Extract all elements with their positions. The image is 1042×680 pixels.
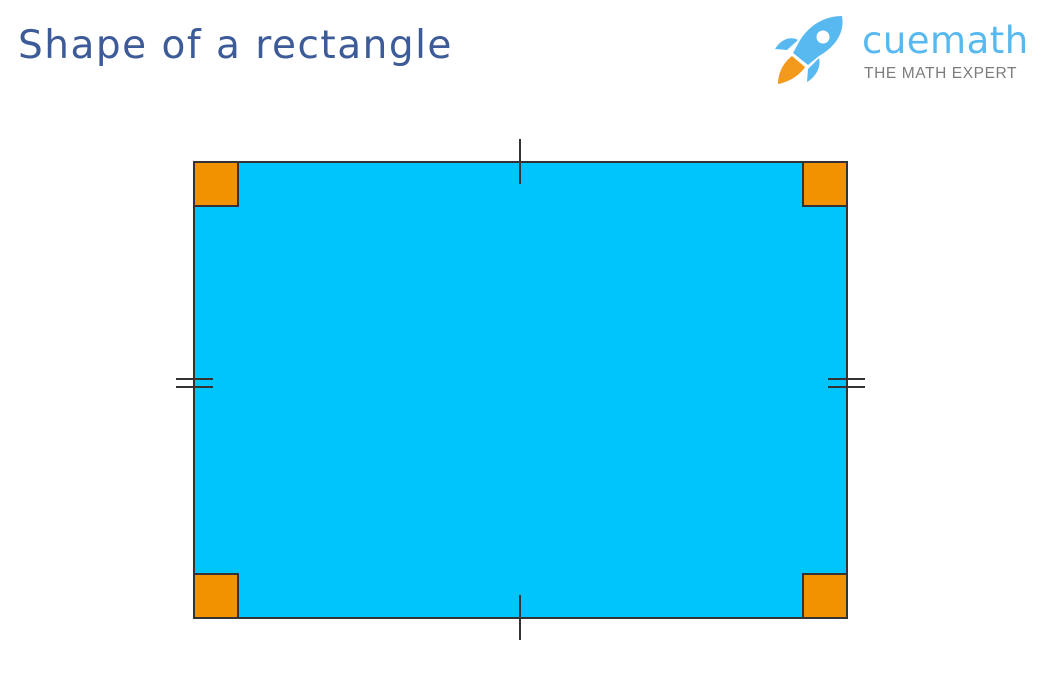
tick-mark-right xyxy=(828,378,865,388)
brand-tagline: THE MATH EXPERT xyxy=(864,65,1018,82)
rectangle-shape xyxy=(193,161,848,619)
right-angle-marker-top-left xyxy=(193,161,239,207)
rocket-icon xyxy=(775,16,843,84)
brand-name: cuemath xyxy=(862,19,1029,62)
right-angle-marker-bottom-right xyxy=(802,573,848,619)
right-angle-marker-bottom-left xyxy=(193,573,239,619)
right-angle-marker-top-right xyxy=(802,161,848,207)
brand-logo: cuemath THE MATH EXPERT xyxy=(772,12,1034,88)
page-title: Shape of a rectangle xyxy=(18,23,453,68)
tick-mark-left xyxy=(176,378,213,388)
